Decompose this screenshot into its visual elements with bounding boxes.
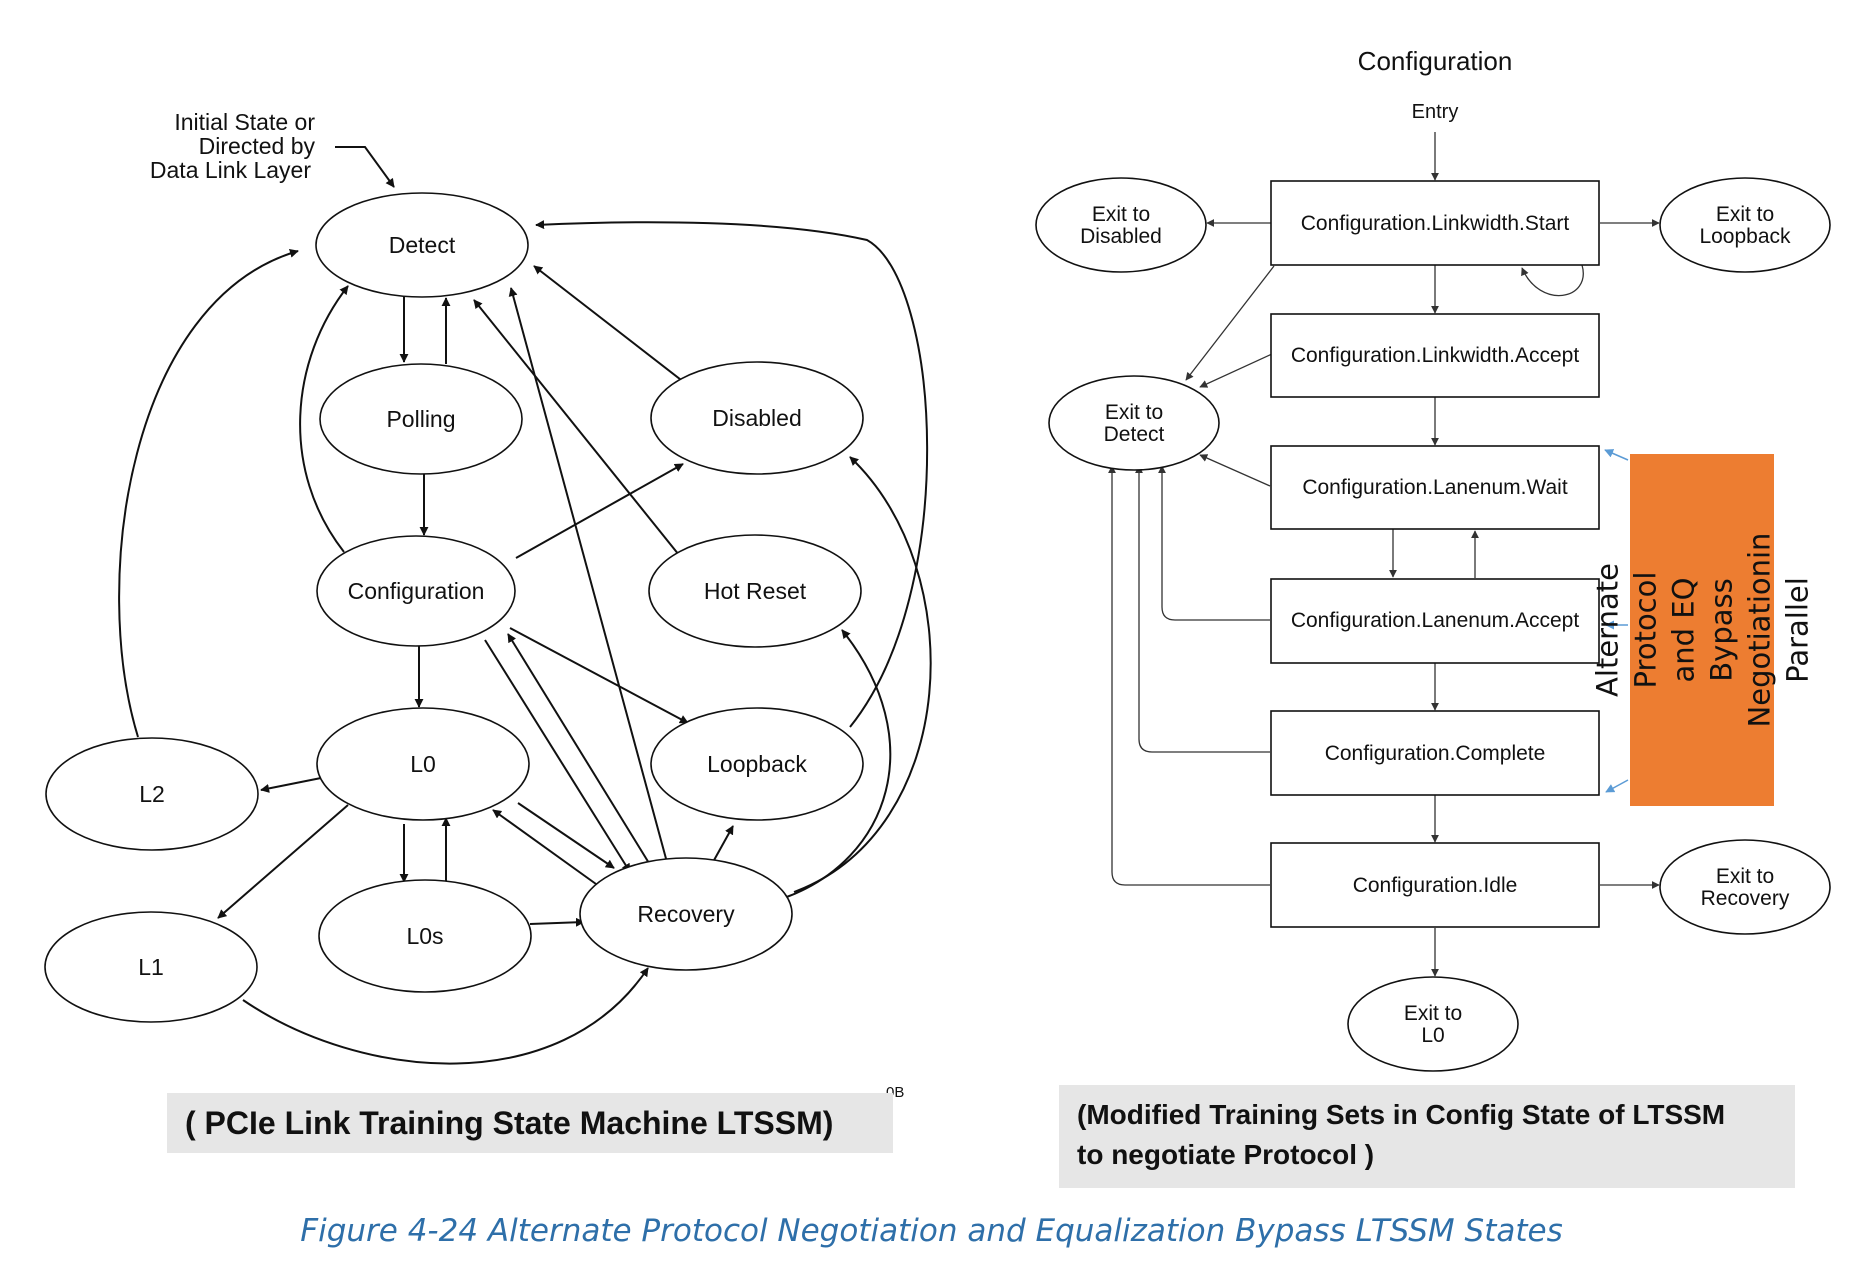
box-lanenum-wait-label: Configuration.Lanenum.Wait xyxy=(1302,476,1568,499)
state-l2-label: L2 xyxy=(139,781,165,807)
edge-recovery-disabled xyxy=(793,456,932,893)
state-polling: Polling xyxy=(319,363,523,475)
figure-caption: Figure 4-24 Alternate Protocol Negotiati… xyxy=(300,1213,1563,1249)
state-l2: L2 xyxy=(45,737,259,851)
configuration-substates: Configuration Entry xyxy=(1035,46,1831,1072)
initial-note-line1: Initial State or xyxy=(174,109,315,135)
edge-complete-detect xyxy=(1135,465,1270,753)
box-lanenum-accept-label: Configuration.Lanenum.Accept xyxy=(1291,609,1580,632)
exit-recovery: Exit to Recovery xyxy=(1659,839,1831,935)
exit-recovery-line1: Exit to xyxy=(1716,865,1774,888)
state-disabled-label: Disabled xyxy=(712,405,802,431)
edge-l1-recovery xyxy=(242,967,649,1065)
exit-l0: Exit to L0 xyxy=(1347,976,1519,1072)
edge-idle-detect xyxy=(1108,465,1270,886)
edge-l0-recovery xyxy=(517,802,615,869)
state-hot-reset: Hot Reset xyxy=(648,534,862,648)
initial-note-line3: Data Link Layer xyxy=(150,157,311,183)
protocol-note-text: Alternate Protocol and EQ Bypass Negotia… xyxy=(1590,532,1814,728)
initial-arrow xyxy=(335,146,395,188)
state-detect: Detect xyxy=(315,192,529,298)
state-l0-label: L0 xyxy=(410,751,436,777)
state-recovery-label: Recovery xyxy=(637,901,735,927)
ltssm-state-machine: Initial State or Directed by Data Link L… xyxy=(44,109,932,1101)
edge-l2-detect xyxy=(118,248,299,738)
exit-disabled-line2: Disabled xyxy=(1080,225,1162,248)
state-hot-reset-label: Hot Reset xyxy=(704,578,807,604)
edge-recovery-detect xyxy=(508,287,669,867)
edge-configuration-detect xyxy=(299,285,349,553)
exit-l0-line1: Exit to xyxy=(1404,1002,1462,1025)
box-idle-label: Configuration.Idle xyxy=(1353,874,1518,897)
state-recovery: Recovery xyxy=(579,857,793,971)
edge-configuration-loopback xyxy=(509,627,689,724)
edge-l0s-recovery xyxy=(529,917,585,927)
exit-detect-line1: Exit to xyxy=(1105,401,1163,424)
box-linkwidth-start: Configuration.Linkwidth.Start xyxy=(1270,180,1600,266)
box-linkwidth-start-label: Configuration.Linkwidth.Start xyxy=(1301,212,1570,235)
config-caption: (Modified Training Sets in Config State … xyxy=(1059,1085,1795,1188)
config-caption-line2: to negotiate Protocol ) xyxy=(1077,1139,1375,1170)
edge-l0-l1 xyxy=(217,804,349,919)
config-edges xyxy=(1108,132,1660,977)
edge-hotreset-detect xyxy=(473,299,680,556)
ltssm-caption-text: ( PCIe Link Training State Machine LTSSM… xyxy=(185,1105,834,1141)
edge-configuration-disabled xyxy=(515,463,684,559)
edge-start-self xyxy=(1521,264,1584,297)
note-arrow-bottom xyxy=(1605,779,1629,793)
config-title: Configuration xyxy=(1358,46,1513,76)
state-configuration-label: Configuration xyxy=(348,578,485,604)
box-lanenum-wait: Configuration.Lanenum.Wait xyxy=(1270,445,1600,530)
config-entry-label: Entry xyxy=(1412,101,1459,123)
state-configuration: Configuration xyxy=(316,535,516,647)
config-caption-line1: (Modified Training Sets in Config State … xyxy=(1077,1099,1726,1130)
edge-accept-detect xyxy=(1199,353,1273,388)
exit-loopback-line1: Exit to xyxy=(1716,203,1774,226)
box-idle: Configuration.Idle xyxy=(1270,842,1600,928)
box-complete-label: Configuration.Complete xyxy=(1325,742,1546,765)
note-arrow-top xyxy=(1604,449,1629,461)
edge-recovery-configuration xyxy=(507,633,653,869)
exit-disabled-line1: Exit to xyxy=(1092,203,1150,226)
ltssm-caption: ( PCIe Link Training State Machine LTSSM… xyxy=(167,1093,893,1153)
edge-l0-l2 xyxy=(260,777,322,793)
exit-detect-line2: Detect xyxy=(1104,423,1165,446)
state-loopback-label: Loopback xyxy=(707,751,807,777)
box-linkwidth-accept-label: Configuration.Linkwidth.Accept xyxy=(1291,344,1579,367)
edge-loopback-detect xyxy=(535,220,929,728)
exit-disabled: Exit to Disabled xyxy=(1035,177,1207,273)
edge-wait-detect xyxy=(1199,454,1271,487)
state-l1: L1 xyxy=(44,911,258,1023)
edge-configuration-recovery xyxy=(484,639,631,873)
protocol-note-box xyxy=(1630,454,1774,806)
protocol-note: Alternate Protocol and EQ Bypass Negotia… xyxy=(1590,454,1814,806)
edge-disabled-detect xyxy=(533,265,686,384)
edge-laneaccept-detect xyxy=(1158,465,1270,621)
box-linkwidth-accept: Configuration.Linkwidth.Accept xyxy=(1270,313,1600,398)
exit-loopback: Exit to Loopback xyxy=(1659,177,1831,273)
state-l0s-label: L0s xyxy=(406,923,443,949)
ltssm-edges xyxy=(118,220,932,1065)
exit-loopback-line2: Loopback xyxy=(1699,225,1791,248)
box-lanenum-accept: Configuration.Lanenum.Accept xyxy=(1270,578,1600,664)
exit-detect: Exit to Detect xyxy=(1048,375,1220,471)
state-l0: L0 xyxy=(316,707,530,821)
box-complete: Configuration.Complete xyxy=(1270,710,1600,796)
initial-note-line2: Directed by xyxy=(199,133,316,159)
state-l0s: L0s xyxy=(318,879,532,993)
state-l1-label: L1 xyxy=(138,954,164,980)
state-detect-label: Detect xyxy=(389,232,456,258)
state-loopback: Loopback xyxy=(650,707,864,821)
edge-recovery-hotreset xyxy=(783,629,892,899)
state-polling-label: Polling xyxy=(386,406,455,432)
edge-start-detect xyxy=(1185,265,1275,381)
exit-l0-line2: L0 xyxy=(1421,1024,1444,1047)
edge-recovery-l0 xyxy=(492,809,597,885)
edge-recovery-loopback xyxy=(712,825,734,863)
exit-recovery-line2: Recovery xyxy=(1701,887,1790,910)
state-disabled: Disabled xyxy=(650,361,864,475)
